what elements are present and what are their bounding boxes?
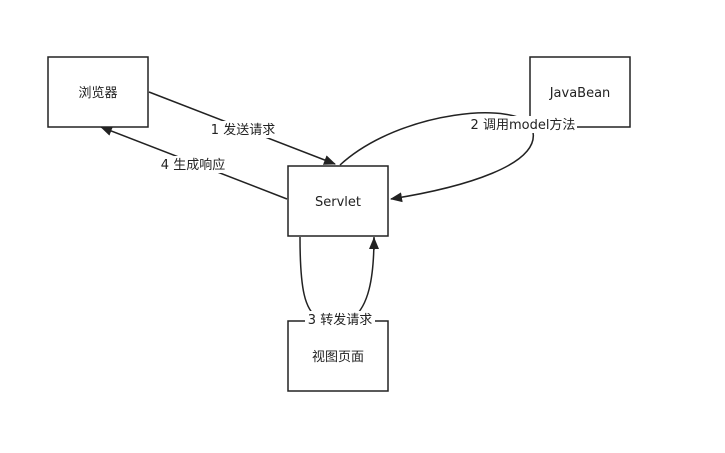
node-javabean-label: JavaBean <box>549 86 611 101</box>
edge-label-forward-request-text: 3 转发请求 <box>308 312 372 328</box>
edge-label-call-model: 2 调用model方法 <box>469 116 577 133</box>
node-servlet-label: Servlet <box>315 195 361 210</box>
edge-label-generate-response-text: 4 生成响应 <box>161 157 225 173</box>
edge-label-forward-request: 3 转发请求 <box>305 311 375 328</box>
edge-label-generate-response: 4 生成响应 <box>158 156 228 173</box>
node-browser[interactable]: 浏览器 <box>47 56 149 128</box>
node-view[interactable]: 视图页面 <box>287 320 389 392</box>
edge-label-call-model-text: 2 调用model方法 <box>471 117 576 133</box>
node-browser-label: 浏览器 <box>78 85 117 101</box>
edge-forward-request <box>299 236 379 319</box>
node-servlet[interactable]: Servlet <box>287 165 389 237</box>
edge-label-send-request: 1 发送请求 <box>208 121 278 138</box>
node-view-label: 视图页面 <box>312 350 364 365</box>
edge-label-send-request-text: 1 发送请求 <box>211 122 275 138</box>
node-javabean[interactable]: JavaBean <box>529 56 631 128</box>
